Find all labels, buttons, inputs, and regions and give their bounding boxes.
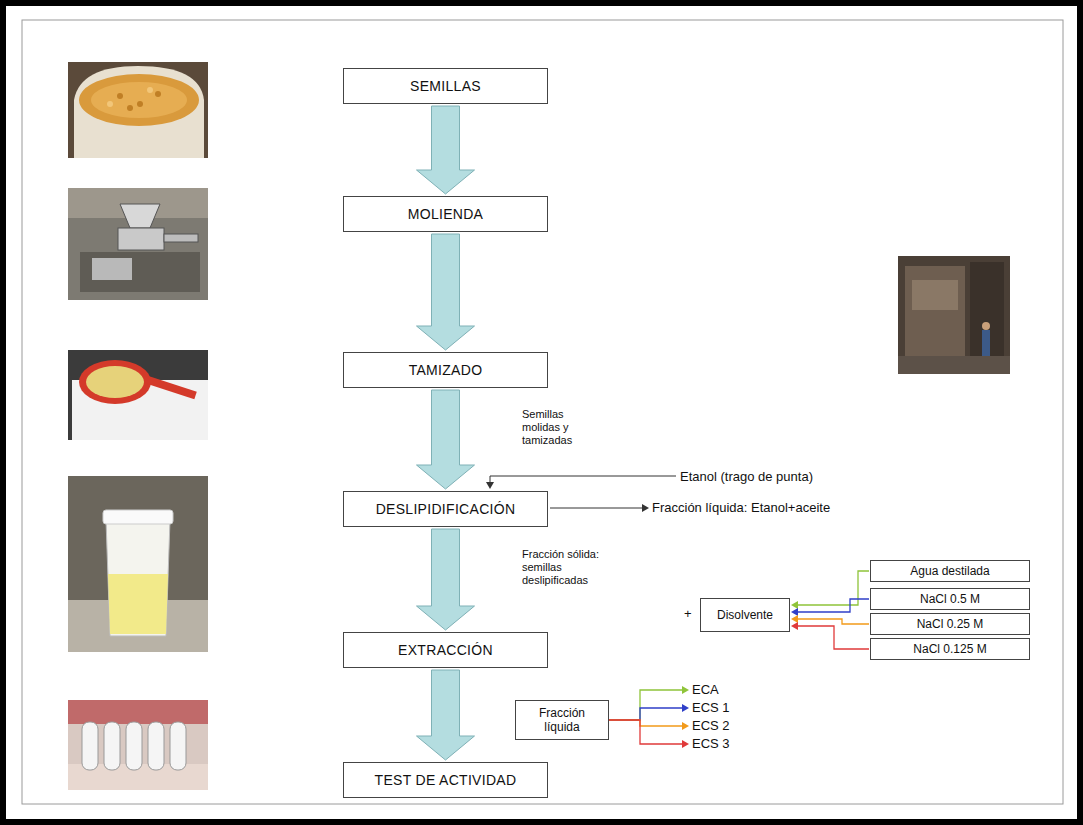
extract-label: ECS 3 xyxy=(692,736,752,752)
extract-label: ECS 2 xyxy=(692,718,752,734)
process-box: TAMIZADO xyxy=(343,352,548,388)
box-text: EXTRACCIÓN xyxy=(398,642,493,658)
process-box: EXTRACCIÓN xyxy=(343,632,548,668)
etanol-leader xyxy=(486,476,676,489)
solvent-arrow xyxy=(791,622,869,649)
edge-label: Fracción sólida: semillas deslipificadas xyxy=(522,548,602,588)
cup-photo xyxy=(68,476,208,652)
factory-photo xyxy=(898,256,1010,374)
solvent-option-box: Agua destilada xyxy=(870,560,1030,582)
solvent-label: Etanol (trago de punta) xyxy=(680,469,880,485)
output-label: Fracción líquida: Etanol+aceite xyxy=(652,500,872,516)
box-text: TEST DE ACTIVIDAD xyxy=(375,772,517,788)
process-box: DESLIPIDIFICACIÓN xyxy=(343,491,548,527)
block-arrow xyxy=(417,390,475,489)
seeds-photo xyxy=(68,62,208,158)
box-text: Agua destilada xyxy=(910,564,989,578)
block-arrow xyxy=(417,529,475,630)
solvent-option-box: NaCl 0.125 M xyxy=(870,638,1030,660)
liquid-fraction-branches xyxy=(609,686,689,748)
process-box: TEST DE ACTIVIDAD xyxy=(343,762,548,798)
tubes-photo xyxy=(68,700,208,790)
mill-photo xyxy=(68,188,208,300)
solvent-arrow xyxy=(791,571,869,609)
fraction-box: Fracción líquida xyxy=(515,700,609,740)
box-text: MOLIENDA xyxy=(408,206,484,222)
plus-sign: + xyxy=(684,606,698,622)
process-box: MOLIENDA xyxy=(343,196,548,232)
block-arrow xyxy=(417,670,475,760)
edge-label: Semillas molidas y tamizadas xyxy=(522,408,598,448)
box-text: TAMIZADO xyxy=(409,362,483,378)
box-text: NaCl 0.25 M xyxy=(917,617,984,631)
box-text: Disolvente xyxy=(717,608,773,622)
inner-border xyxy=(22,20,1063,804)
process-box: SEMILLAS xyxy=(343,68,548,104)
extract-label: ECS 1 xyxy=(692,700,752,716)
block-arrow xyxy=(417,234,475,350)
solvent-option-box: NaCl 0.5 M xyxy=(870,588,1030,610)
solvent-arrow xyxy=(791,615,869,624)
box-text: NaCl 0.5 M xyxy=(920,592,980,606)
box-text: NaCl 0.125 M xyxy=(913,642,986,656)
solvent-option-box: NaCl 0.25 M xyxy=(870,613,1030,635)
lipid-fraction-leader xyxy=(550,504,649,512)
block-arrow xyxy=(417,106,475,194)
sieve-photo xyxy=(68,350,208,440)
extract-label: ECA xyxy=(692,682,752,698)
solvent-box: Disolvente xyxy=(700,598,790,632)
box-text: SEMILLAS xyxy=(410,78,481,94)
solvent-arrow xyxy=(791,599,869,616)
box-text: Fracción líquida xyxy=(522,706,602,734)
box-text: DESLIPIDIFICACIÓN xyxy=(376,501,516,517)
